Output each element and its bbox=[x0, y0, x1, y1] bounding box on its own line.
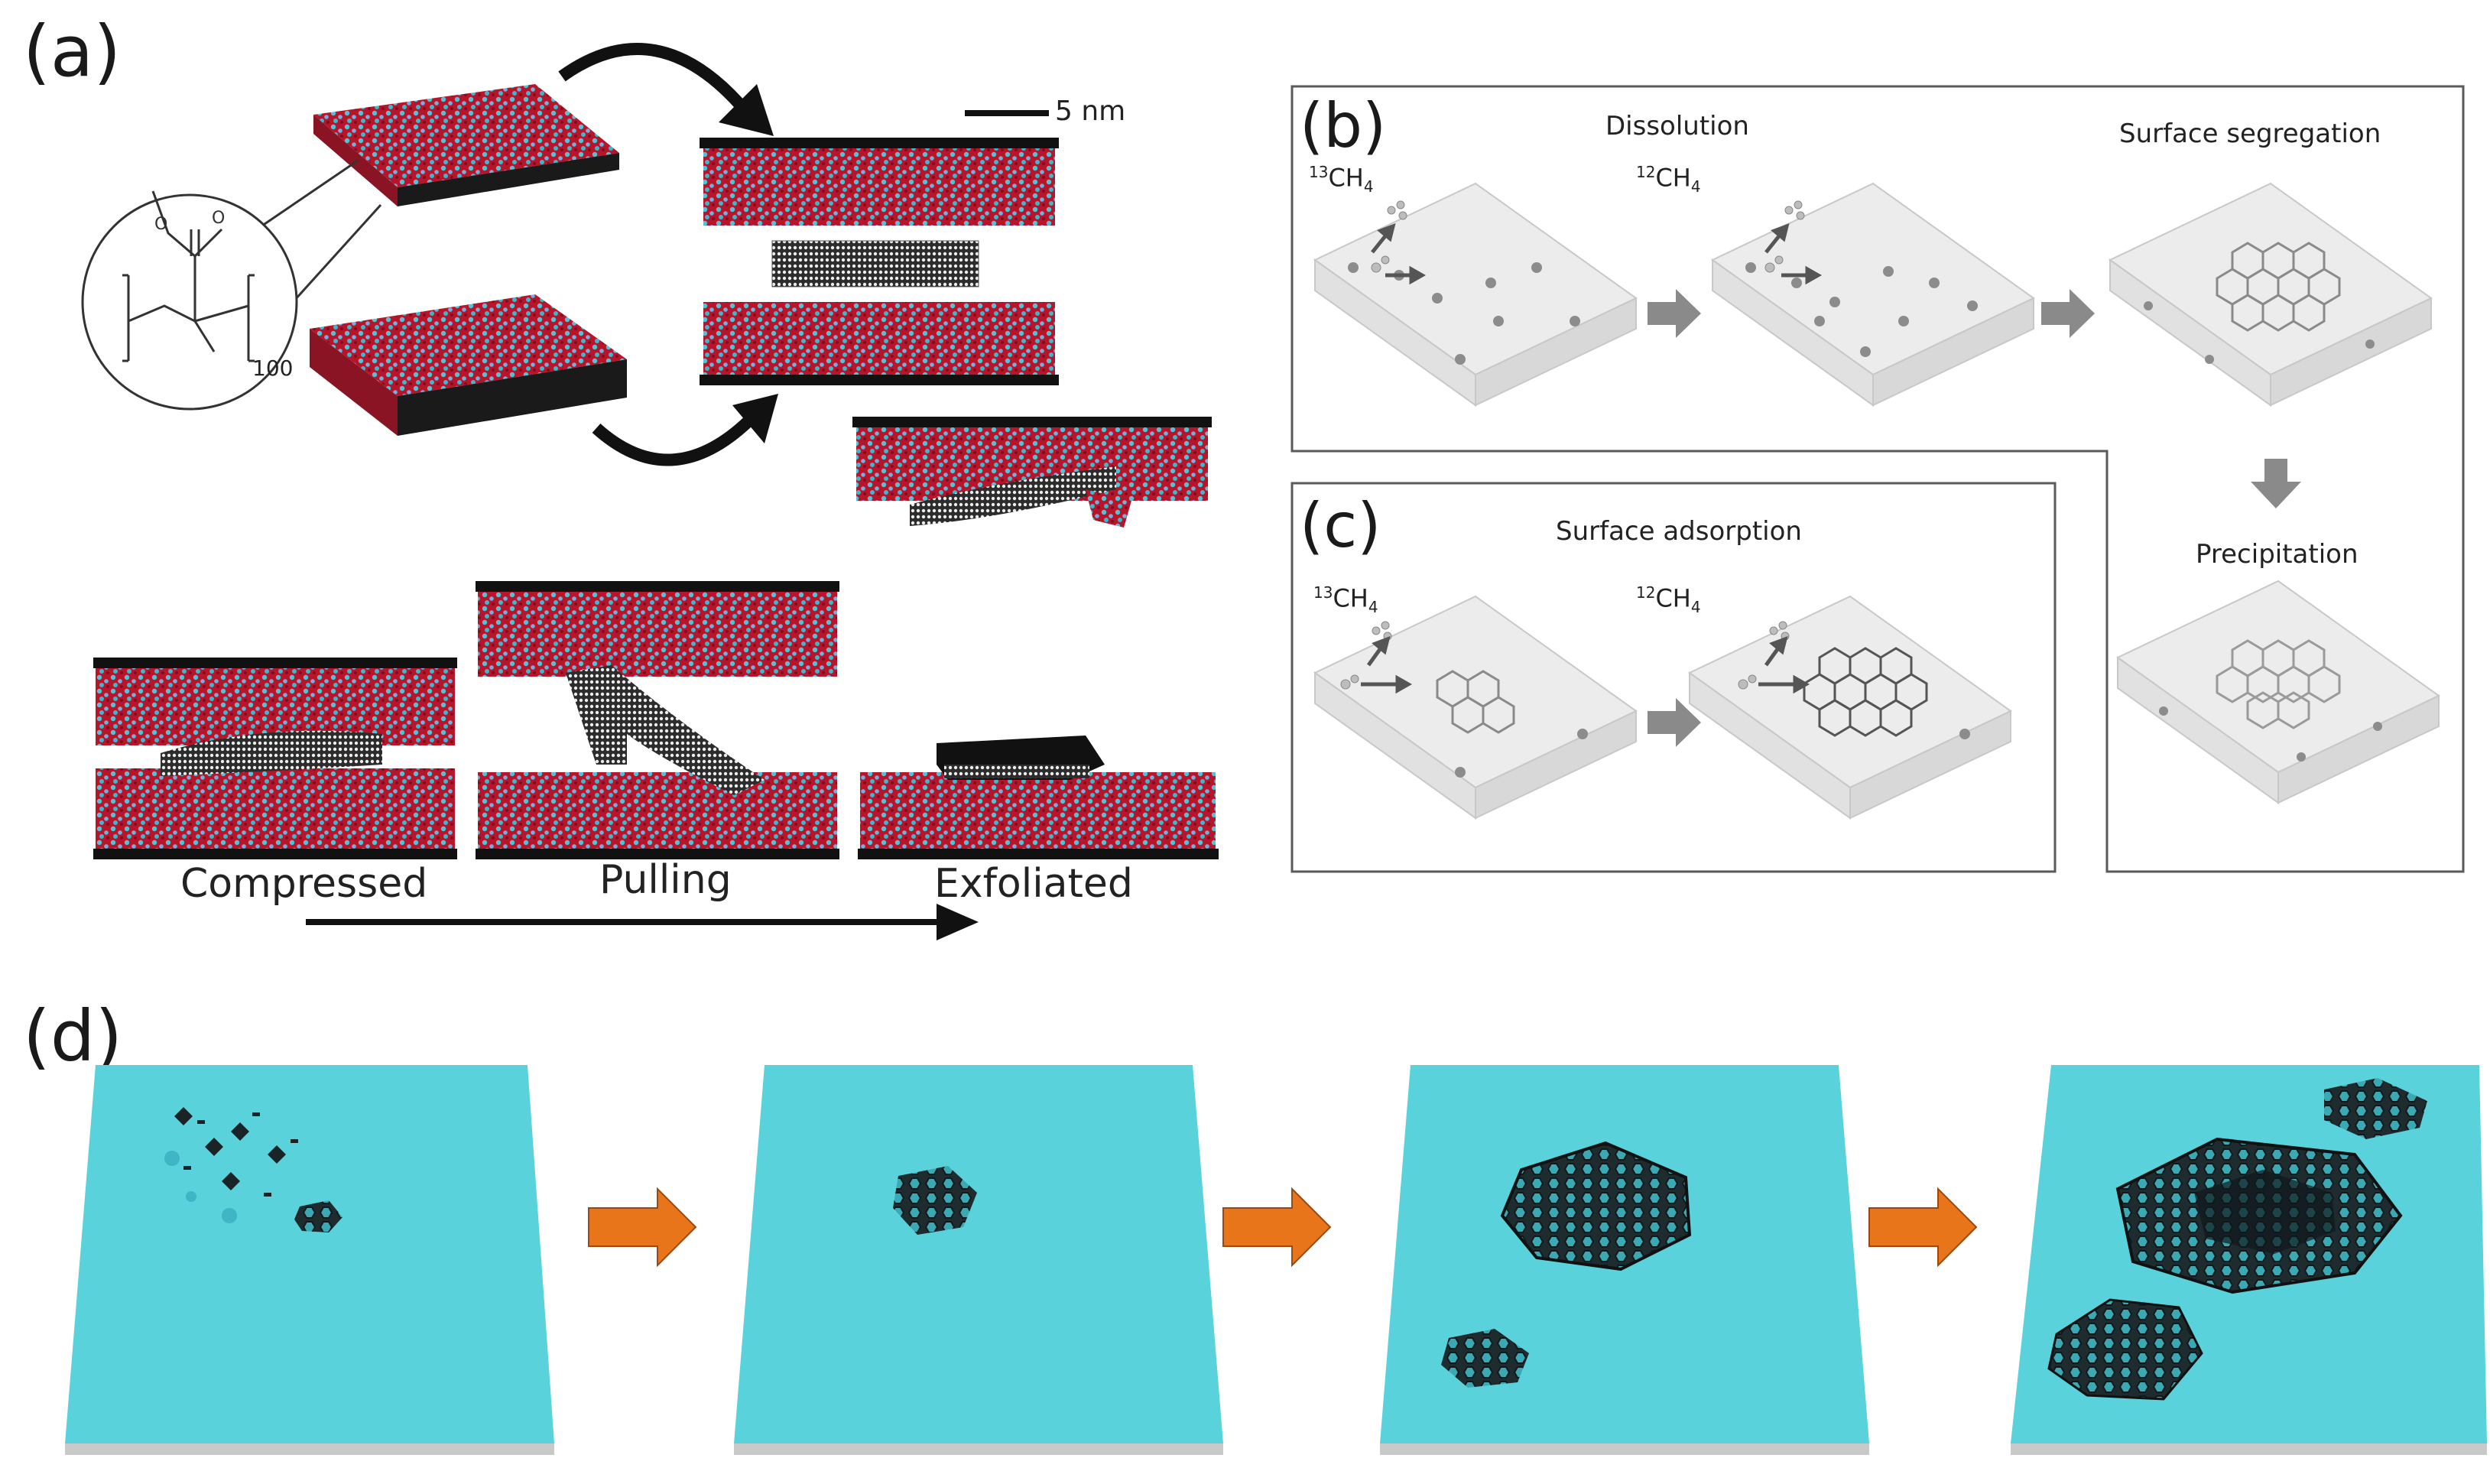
isotope-formula: CH bbox=[1655, 583, 1691, 613]
isotope-label-12-b: 12CH4 bbox=[1636, 164, 1701, 194]
orange-arrows bbox=[588, 1187, 1978, 1268]
stage-label-pulling: Pulling bbox=[599, 857, 732, 903]
graphene-island-bottom bbox=[2047, 1298, 2203, 1401]
substrate-1 bbox=[65, 1065, 554, 1455]
cube-segregation bbox=[2109, 182, 2433, 407]
graphene-island-small bbox=[893, 1166, 977, 1235]
isotope-subscript: 4 bbox=[1690, 598, 1701, 617]
graphene-island-multilayer-core bbox=[2194, 1170, 2336, 1254]
process-arrow bbox=[306, 904, 979, 940]
graphene-island-corner bbox=[2324, 1078, 2427, 1139]
step-title-dissolution: Dissolution bbox=[1605, 111, 1749, 141]
isotope-formula: CH bbox=[1328, 163, 1364, 193]
orange-arrow-2 bbox=[1222, 1187, 1332, 1268]
curved-arrow-top bbox=[558, 43, 774, 136]
panel-d-letter: (d) bbox=[23, 995, 123, 1077]
polymer-slab-with-sheet bbox=[852, 417, 1212, 528]
panel-c-frame bbox=[1290, 482, 2057, 873]
panel-a-letter: (a) bbox=[23, 11, 122, 93]
isotope-subscript: 4 bbox=[1363, 177, 1374, 196]
panel-c-letter: (c) bbox=[1300, 490, 1381, 561]
graphene-island-large bbox=[1500, 1141, 1692, 1271]
polymer-slab-lower bbox=[700, 302, 1059, 385]
polymer-slab-upper bbox=[700, 138, 1059, 226]
isotope-label-13-b: 13CH4 bbox=[1309, 164, 1374, 194]
svg-text:O: O bbox=[154, 215, 167, 234]
isotope-label-13-c: 13CH4 bbox=[1313, 585, 1378, 615]
isotope-mass: 13 bbox=[1309, 163, 1329, 181]
graphene-island-tiny bbox=[294, 1200, 342, 1232]
orange-arrow-1 bbox=[588, 1187, 697, 1268]
isotope-subscript: 4 bbox=[1368, 598, 1378, 617]
methane-molecules bbox=[1340, 200, 1805, 690]
monomer-zoom-circle: O O bbox=[81, 159, 382, 411]
curved-arrow-bottom bbox=[592, 394, 778, 466]
carbon-shadows bbox=[164, 1151, 237, 1223]
isotope-formula: CH bbox=[1333, 583, 1368, 613]
isotope-formula: CH bbox=[1655, 163, 1691, 193]
stage-pulling-illustration bbox=[476, 581, 839, 859]
cube-dissolution-1 bbox=[1313, 182, 1638, 407]
stage-label-compressed: Compressed bbox=[180, 861, 428, 907]
graphite-stack bbox=[771, 240, 979, 287]
cube-dissolution-2 bbox=[1711, 182, 2035, 407]
stage-label-exfoliated: Exfoliated bbox=[934, 861, 1133, 907]
graphene-segregation bbox=[2216, 242, 2341, 332]
scale-bar-label: 5 nm bbox=[1055, 96, 1126, 127]
small-arrows bbox=[1361, 222, 1823, 694]
monomer-subscript: 100 bbox=[252, 356, 294, 381]
panel-a-illustration: O O bbox=[81, 43, 1219, 940]
svg-text:O: O bbox=[212, 209, 225, 228]
stage-exfoliated-illustration bbox=[858, 736, 1219, 859]
step-title-precipitation: Precipitation bbox=[2196, 539, 2359, 570]
isotope-mass: 12 bbox=[1636, 583, 1656, 602]
isotope-mass: 13 bbox=[1313, 583, 1333, 602]
step-title-surface-adsorption: Surface adsorption bbox=[1556, 516, 1802, 547]
polymer-slab-top-left bbox=[313, 84, 619, 206]
carbon-fragments bbox=[174, 1107, 298, 1197]
dissolved-atoms bbox=[1348, 262, 2382, 778]
polymer-slab-bottom-left bbox=[310, 294, 627, 436]
panel-b-frame bbox=[1290, 85, 2465, 873]
gray-arrows bbox=[1648, 289, 2301, 747]
graphene-adsorption-2 bbox=[1803, 647, 1928, 737]
step-title-surface-segregation: Surface segregation bbox=[2119, 119, 2381, 149]
graphene-precipitation bbox=[2216, 639, 2341, 729]
isotope-label-12-c: 12CH4 bbox=[1636, 585, 1701, 615]
isotope-subscript: 4 bbox=[1690, 177, 1701, 196]
graphene-adsorption-1 bbox=[1436, 670, 1515, 734]
orange-arrow-3 bbox=[1868, 1187, 1978, 1268]
substrate-2 bbox=[734, 1065, 1223, 1455]
isotope-mass: 12 bbox=[1636, 163, 1656, 181]
cube-adsorption-2 bbox=[1688, 595, 2012, 820]
graphene-island-secondary bbox=[1441, 1329, 1529, 1388]
panel-b-letter: (b) bbox=[1300, 90, 1387, 161]
stage-compressed-illustration bbox=[93, 658, 457, 859]
cube-adsorption-1 bbox=[1313, 595, 1638, 820]
